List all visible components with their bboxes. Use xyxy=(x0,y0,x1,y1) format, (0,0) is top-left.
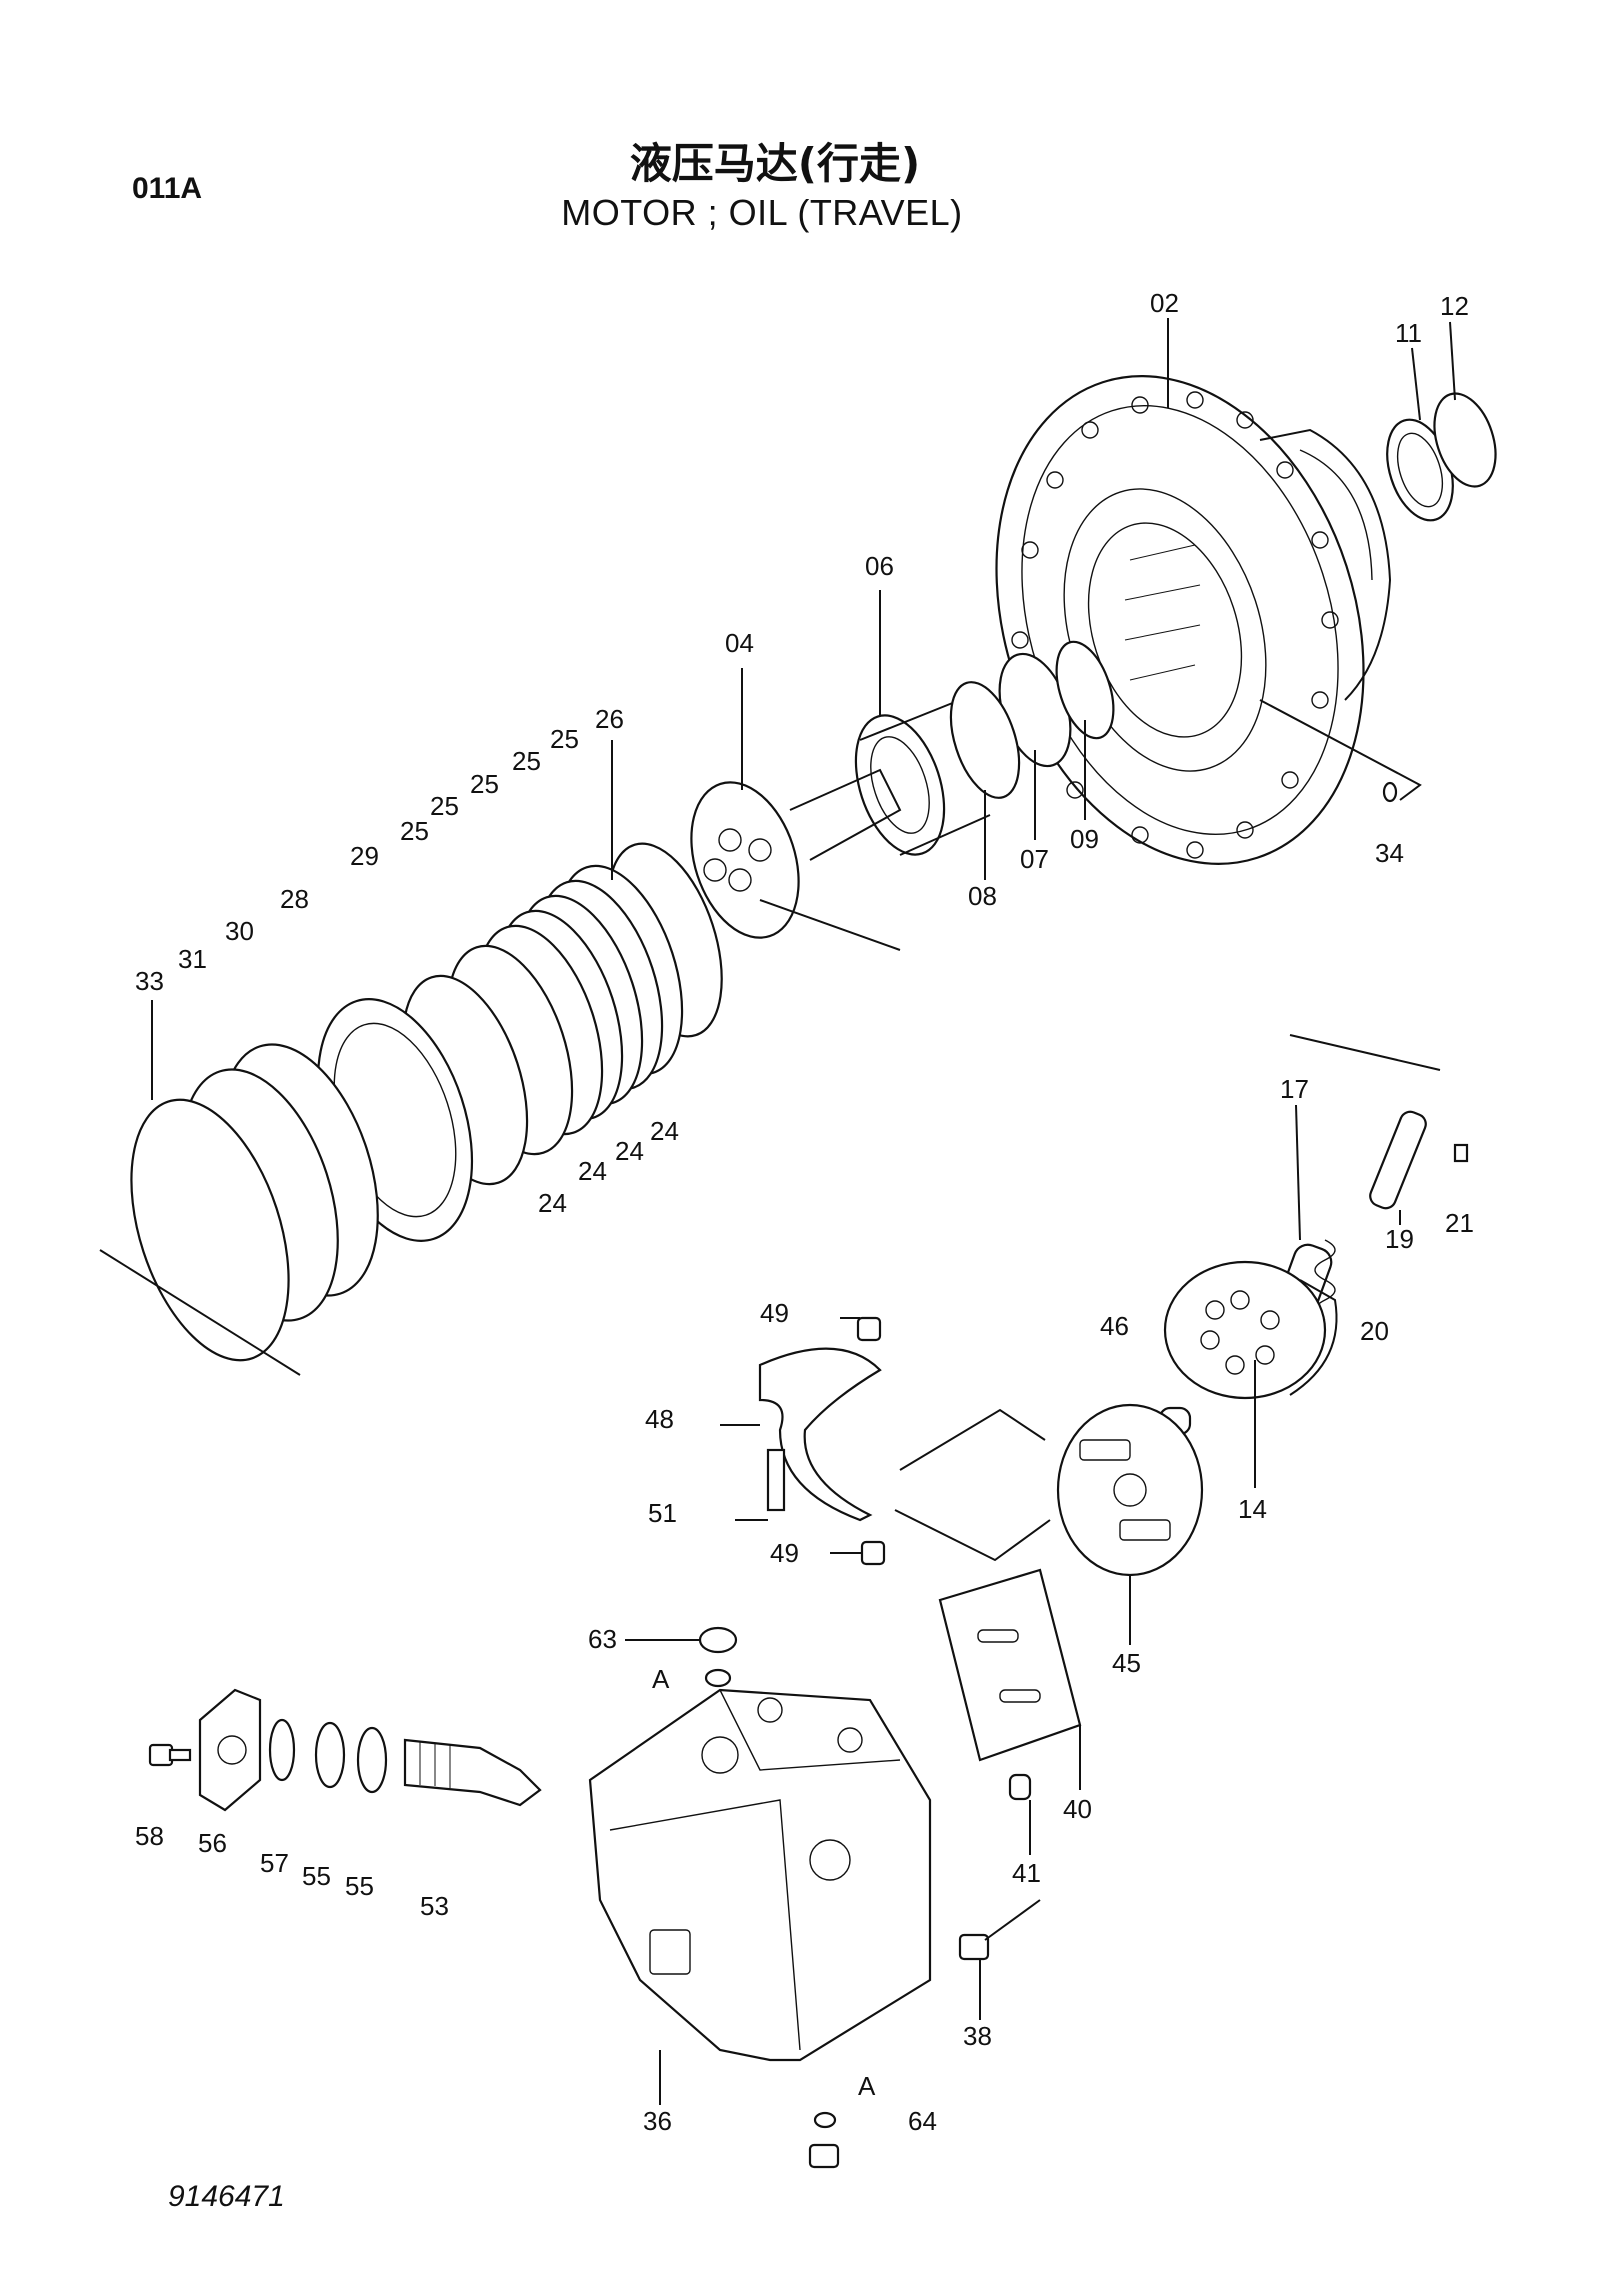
callout-26: 26 xyxy=(595,704,624,734)
title-english: MOTOR ; OIL (TRAVEL) xyxy=(561,192,963,233)
callout-38: 38 xyxy=(963,2021,992,2051)
callout-12: 12 xyxy=(1440,291,1469,321)
part-45-valve-plate xyxy=(894,1403,1204,1577)
callout-41: 41 xyxy=(1012,1858,1041,1888)
part-09-bearing xyxy=(1055,640,1115,740)
callout-55-a: 55 xyxy=(302,1861,331,1891)
callout-28: 28 xyxy=(280,884,309,914)
part-49-bolt-top xyxy=(856,1316,882,1342)
part-38-bolt xyxy=(958,1899,1041,1961)
part-41-pin xyxy=(1008,1773,1032,1801)
callout-63: 63 xyxy=(588,1624,617,1654)
part-34-pin xyxy=(1259,699,1422,803)
callout-34: 34 xyxy=(1375,838,1404,868)
part-51-bolt xyxy=(766,1448,786,1512)
callout-06: 06 xyxy=(865,551,894,581)
callout-24-b: 24 xyxy=(615,1136,644,1166)
part-12-snap-ring xyxy=(1433,392,1497,488)
callout-labels: 02 11 12 06 04 07 08 09 34 26 25 25 25 2… xyxy=(135,288,1474,2136)
callout-46: 46 xyxy=(1100,1311,1129,1341)
callout-49-top: 49 xyxy=(760,1298,789,1328)
callout-25-d: 25 xyxy=(430,791,459,821)
callout-17: 17 xyxy=(1280,1074,1309,1104)
callout-11: 11 xyxy=(1395,318,1422,348)
callout-02: 02 xyxy=(1150,288,1179,318)
callout-09: 09 xyxy=(1070,824,1099,854)
part-53-valve xyxy=(403,1738,542,1807)
part-57-o-ring xyxy=(268,1718,296,1782)
callout-55-b: 55 xyxy=(345,1871,374,1901)
callout-29: 29 xyxy=(350,841,379,871)
brake-disc-stack xyxy=(99,842,723,1376)
callout-64: 64 xyxy=(908,2106,937,2136)
part-21-pin xyxy=(1453,1143,1469,1163)
callout-57: 57 xyxy=(260,1848,289,1878)
callout-53: 53 xyxy=(420,1891,449,1921)
callout-33: 33 xyxy=(135,966,164,996)
part-49-bolt-bottom xyxy=(860,1540,886,1566)
leader-lines xyxy=(151,318,1456,2105)
callout-24-d: 24 xyxy=(538,1188,567,1218)
callout-51: 51 xyxy=(648,1498,677,1528)
callout-49-bottom: 49 xyxy=(770,1538,799,1568)
callout-a-top: A xyxy=(652,1664,670,1694)
document-number: 9146471 xyxy=(168,2180,285,2213)
part-04-gear-shaft xyxy=(690,768,902,951)
callout-48: 48 xyxy=(645,1404,674,1434)
callout-21: 21 xyxy=(1445,1208,1474,1238)
callout-08: 08 xyxy=(968,881,997,911)
part-19-pin xyxy=(1289,1034,1441,1210)
part-40-cover-plate xyxy=(938,1568,1082,1762)
part-63-plug xyxy=(698,1626,738,1688)
part-55-ring-a xyxy=(314,1721,346,1789)
part-14-cylinder-block xyxy=(1163,1260,1338,1400)
callout-25-a: 25 xyxy=(550,724,579,754)
part-48-swash-support xyxy=(758,1347,882,1522)
callout-14: 14 xyxy=(1238,1494,1267,1524)
callout-07: 07 xyxy=(1020,844,1049,874)
title-chinese: 液压马达(行走) xyxy=(629,139,921,188)
callout-31: 31 xyxy=(178,944,207,974)
callout-36: 36 xyxy=(643,2106,672,2136)
callout-30: 30 xyxy=(225,916,254,946)
part-58-bolt xyxy=(148,1743,192,1767)
page-code: 011A xyxy=(132,172,203,205)
callout-58: 58 xyxy=(135,1821,164,1851)
callout-24-a: 24 xyxy=(650,1116,679,1146)
callout-45: 45 xyxy=(1112,1648,1141,1678)
callout-25-e: 25 xyxy=(400,816,429,846)
part-64-plug xyxy=(808,2111,840,2169)
callout-a-bottom: A xyxy=(858,2071,876,2101)
part-06-bearing xyxy=(854,699,991,856)
part-36-valve-body xyxy=(588,1688,932,2062)
callout-40: 40 xyxy=(1063,1794,1092,1824)
callout-20: 20 xyxy=(1360,1316,1389,1346)
callout-24-c: 24 xyxy=(578,1156,607,1186)
part-02-housing xyxy=(995,375,1392,865)
part-08-ring xyxy=(949,681,1021,799)
callout-25-c: 25 xyxy=(470,769,499,799)
part-56-flange xyxy=(198,1688,262,1812)
callout-56: 56 xyxy=(198,1828,227,1858)
callout-19: 19 xyxy=(1385,1224,1414,1254)
part-55-ring-b xyxy=(356,1726,388,1794)
callout-04: 04 xyxy=(725,628,754,658)
callout-25-b: 25 xyxy=(512,746,541,776)
